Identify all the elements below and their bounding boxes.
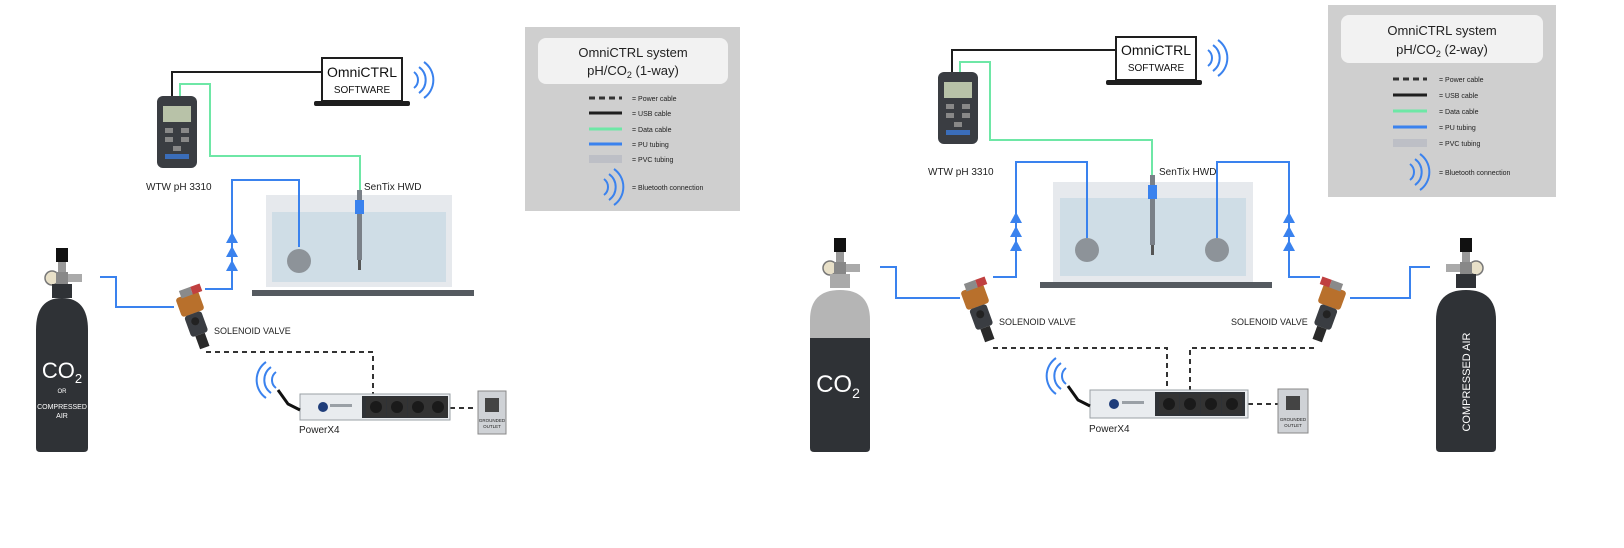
legend-title-line2: pH/CO — [1396, 42, 1436, 57]
grounded-outlet — [1277, 388, 1309, 434]
ph-meter — [157, 96, 197, 168]
svg-text:CO2: CO2 — [816, 371, 860, 401]
outlet-line1: GROUNDED — [1280, 417, 1307, 422]
cylinder-or-label: OR — [58, 389, 68, 395]
laptop-line2: SOFTWARE — [1128, 63, 1185, 74]
legend-power: = Power cable — [1439, 77, 1484, 84]
probe-label: SenTix HWD — [1159, 167, 1216, 178]
cylinder-co2-label: CO — [816, 371, 852, 398]
power-cable — [206, 351, 476, 409]
legend-title-line1: OmniCTRL system — [1387, 23, 1496, 38]
compressed-air-cylinder — [1436, 237, 1496, 452]
bluetooth-icon — [1207, 39, 1229, 77]
usb-cable — [951, 49, 1116, 72]
svg-text:pH/CO2 (2-way): pH/CO2 (2-way) — [1396, 42, 1488, 59]
legend-left: OmniCTRL system pH/CO2 (1-way) = Power c… — [525, 27, 740, 211]
diagram-right: WTW pH 3310 SenTix HWD OmniCTRL SOFTWARE… — [810, 5, 1556, 452]
outlet-line2: OUTLET — [483, 424, 501, 429]
co2-cylinder — [810, 237, 870, 452]
pu-tubing — [880, 161, 1430, 299]
legend-pu: = PU tubing — [1439, 125, 1476, 132]
power-strip-label: PowerX4 — [1089, 424, 1130, 435]
usb-cable — [171, 71, 322, 96]
legend-bt: = Bluetooth connection — [1439, 170, 1511, 177]
bluetooth-icon — [1045, 357, 1067, 395]
ph-meter — [938, 72, 978, 144]
grounded-outlet — [477, 390, 507, 435]
diagram-left: WTW pH 3310 SenTix HWD OmniCTRL SOFTWARE… — [36, 27, 740, 452]
legend-pvc: = PVC tubing — [1439, 141, 1481, 148]
data-cable — [179, 83, 361, 190]
meter-label: WTW pH 3310 — [928, 167, 994, 178]
legend-data: = Data cable — [1439, 109, 1479, 116]
cylinder-alt-line2: AIR — [56, 413, 68, 420]
flow-arrows — [226, 232, 238, 271]
gas-cylinder — [36, 247, 88, 452]
power-strip — [299, 393, 451, 421]
outlet-line2: OUTLET — [1284, 423, 1302, 428]
ph-probe — [355, 190, 364, 270]
solenoid-valve — [173, 283, 221, 352]
bluetooth-icon — [255, 361, 277, 399]
laptop-line1: OmniCTRL — [1121, 42, 1191, 58]
cylinder-co2-label: CO — [42, 358, 75, 383]
legend-data: = Data cable — [632, 127, 672, 134]
solenoid-valve-left — [958, 276, 1006, 345]
air-diffuser — [287, 249, 311, 273]
laptop — [1106, 36, 1202, 85]
bluetooth-icon — [413, 61, 435, 99]
air-diffuser — [1205, 238, 1229, 262]
meter-label: WTW pH 3310 — [146, 182, 212, 193]
ph-probe — [1148, 175, 1157, 255]
cylinder-co2-sub: 2 — [852, 385, 860, 401]
svg-text:pH/CO2 (1-way): pH/CO2 (1-way) — [587, 63, 679, 80]
laptop-line2: SOFTWARE — [334, 85, 391, 96]
valve-right-label: SOLENOID VALVE — [1231, 317, 1308, 327]
cylinder-air-label: COMPRESSED AIR — [1461, 332, 1473, 431]
probe-label: SenTix HWD — [364, 182, 421, 193]
power-strip-cord — [1066, 385, 1091, 408]
power-strip-label: PowerX4 — [299, 425, 340, 436]
pu-tubing — [100, 179, 300, 308]
legend-title-suffix: (2-way) — [1441, 42, 1488, 57]
cylinder-co2-sub: 2 — [75, 371, 82, 386]
valve-label: SOLENOID VALVE — [214, 326, 291, 336]
legend-right: OmniCTRL system pH/CO2 (2-way) = Power c… — [1328, 5, 1556, 197]
laptop-line1: OmniCTRL — [327, 64, 397, 80]
cylinder-alt-line1: COMPRESSED — [37, 404, 87, 411]
legend-title-suffix: (1-way) — [632, 63, 679, 78]
legend-usb: = USB cable — [1439, 93, 1478, 100]
power-cable — [993, 347, 1314, 405]
legend-pu: = PU tubing — [632, 142, 669, 149]
outlet-line1: GROUNDED — [479, 418, 506, 423]
legend-power: = Power cable — [632, 96, 677, 103]
legend-title-sub: 2 — [627, 70, 632, 80]
power-strip — [1089, 389, 1249, 419]
laptop — [314, 57, 410, 106]
solenoid-valve-right — [1301, 276, 1349, 345]
legend-pvc: = PVC tubing — [632, 157, 674, 164]
svg-text:CO2: CO2 — [42, 358, 82, 386]
legend-bt: = Bluetooth connection — [632, 185, 704, 192]
air-diffuser — [1075, 238, 1099, 262]
legend-title-line2: pH/CO — [587, 63, 627, 78]
power-strip-cord — [276, 389, 301, 412]
legend-title-sub: 2 — [1436, 49, 1441, 59]
legend-usb: = USB cable — [632, 111, 671, 118]
valve-left-label: SOLENOID VALVE — [999, 317, 1076, 327]
legend-title-line1: OmniCTRL system — [578, 45, 687, 60]
data-cable — [959, 61, 1153, 175]
